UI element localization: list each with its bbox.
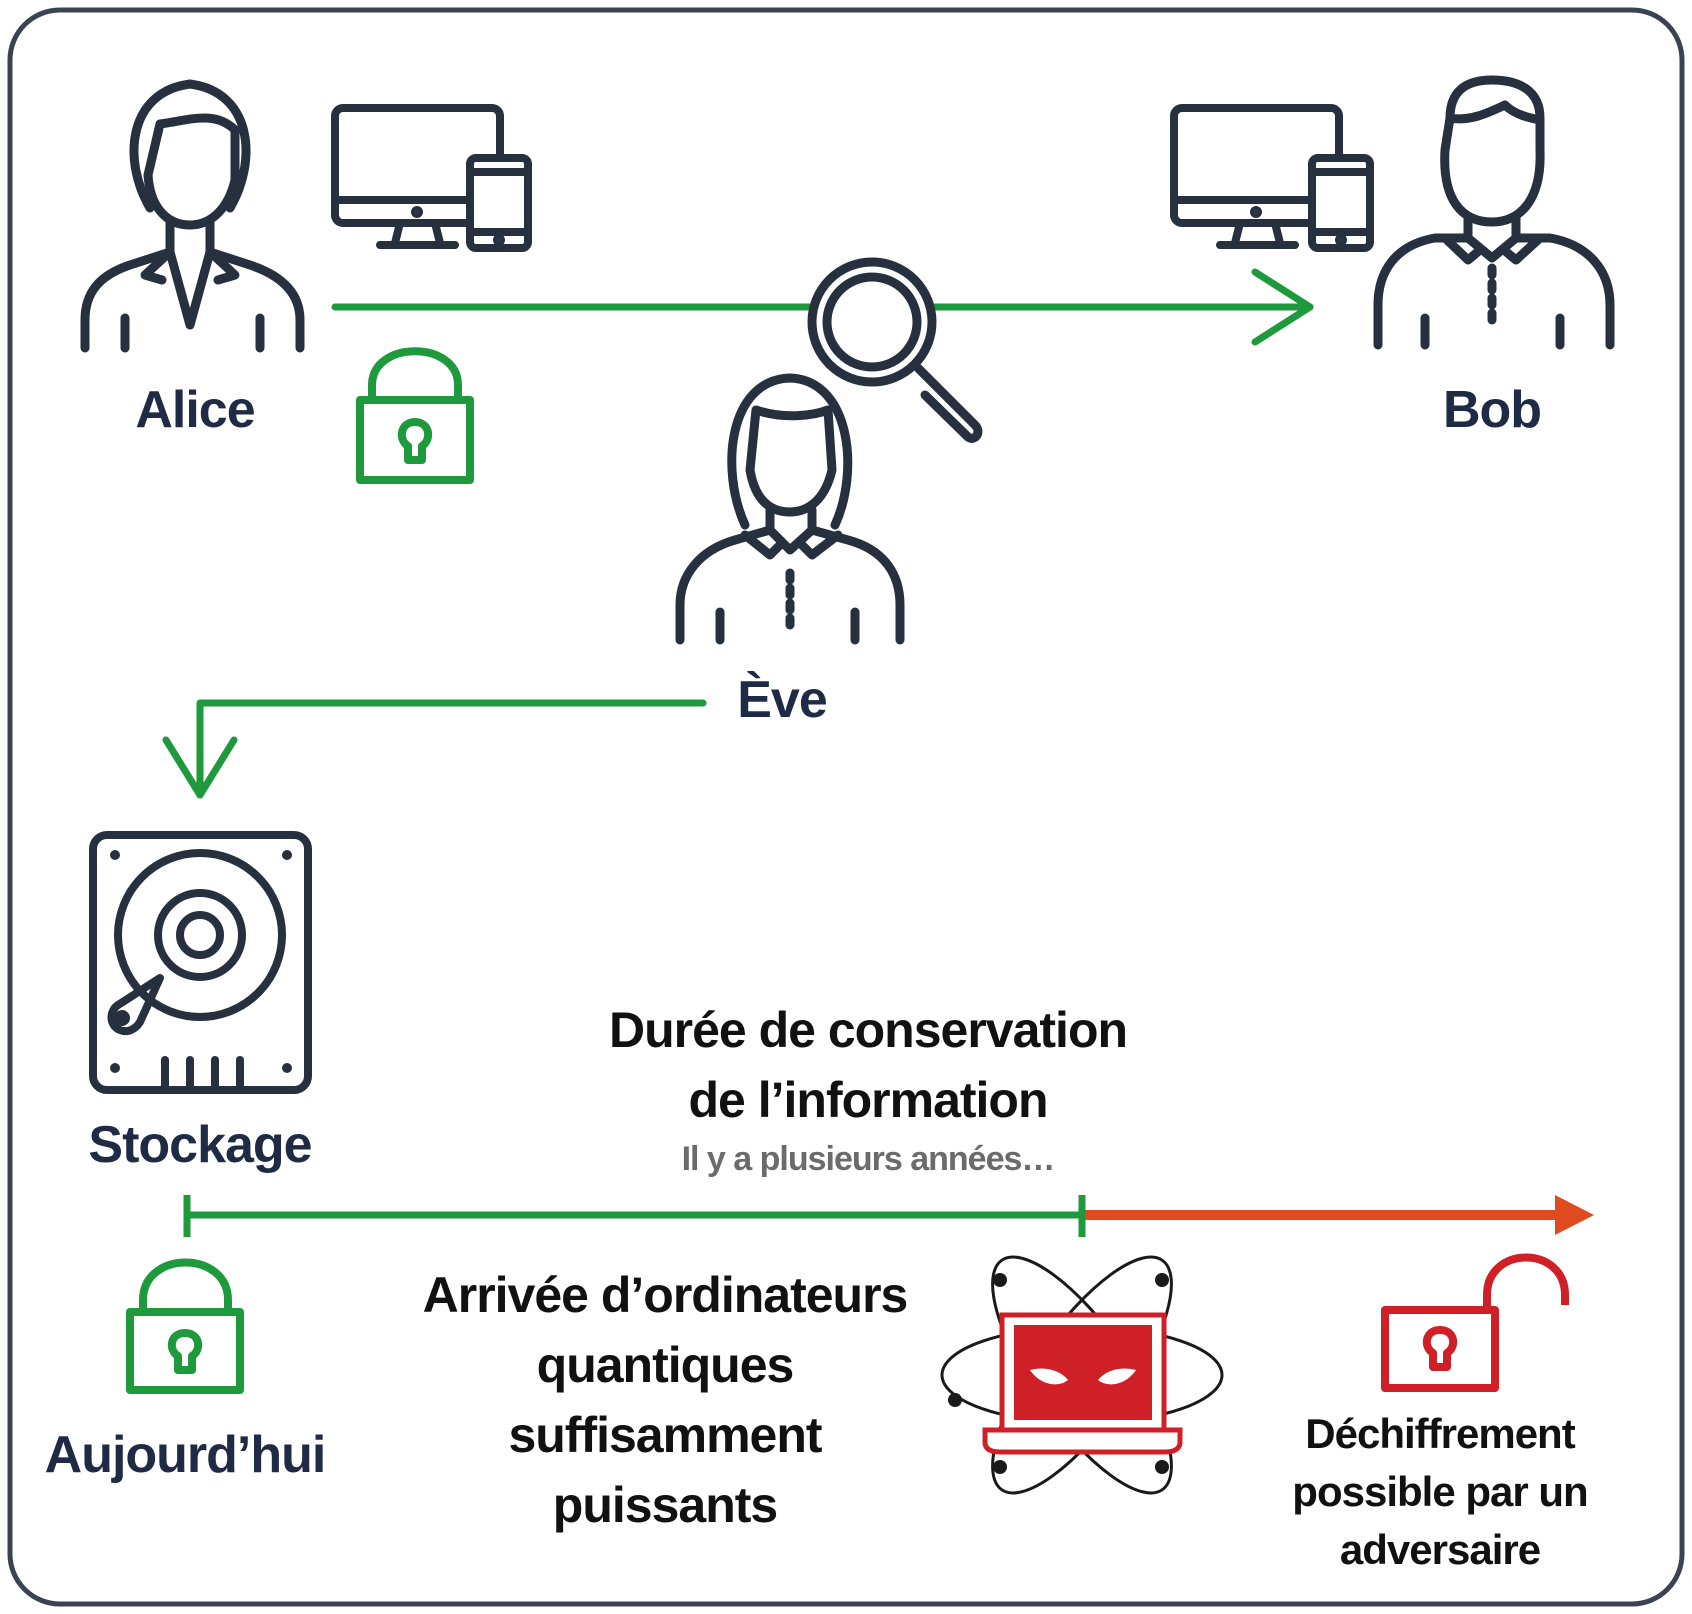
- quantum-line3: suffisamment: [508, 1407, 822, 1463]
- duration-subtitle: Il y a plusieurs années…: [681, 1140, 1056, 1178]
- decrypt-line3: adversaire: [1339, 1526, 1541, 1573]
- eve-icon: [675, 373, 905, 645]
- quantum-line1: Arrivée d’ordinateurs: [422, 1267, 909, 1323]
- timeline-threat-arrow: [1085, 1195, 1594, 1235]
- desktop-phone-icon: [1170, 104, 1374, 252]
- storage-label: Stockage: [88, 1116, 312, 1174]
- eve-label: Ève: [737, 671, 828, 729]
- padlock-locked-icon: [126, 1258, 244, 1394]
- desktop-phone-icon: [331, 104, 532, 252]
- magnifying-glass-icon: [807, 257, 983, 443]
- quantum-line2: quantiques: [536, 1337, 795, 1393]
- store-arrow: [162, 699, 707, 799]
- quantum-laptop-icon: [940, 1255, 1224, 1495]
- duration-title-line2: de l’information: [688, 1072, 1049, 1128]
- decrypt-line1: Déchiffrement: [1305, 1410, 1575, 1457]
- duration-title-line1: Durée de conservation: [608, 1002, 1128, 1058]
- padlock-unlocked-icon: [1381, 1253, 1569, 1392]
- hard-drive-icon: [89, 831, 312, 1094]
- today-label: Aujourd’hui: [44, 1426, 327, 1484]
- frame-border: [7, 7, 1685, 1607]
- alice-icon: [80, 79, 305, 353]
- bob-icon: [1373, 75, 1615, 350]
- alice-label: Alice: [135, 381, 255, 439]
- timeline-retention: [183, 1195, 1086, 1237]
- padlock-locked-icon: [356, 347, 474, 484]
- bob-label: Bob: [1442, 381, 1542, 439]
- quantum-line4: puissants: [552, 1477, 778, 1533]
- decrypt-line2: possible par un: [1292, 1468, 1588, 1515]
